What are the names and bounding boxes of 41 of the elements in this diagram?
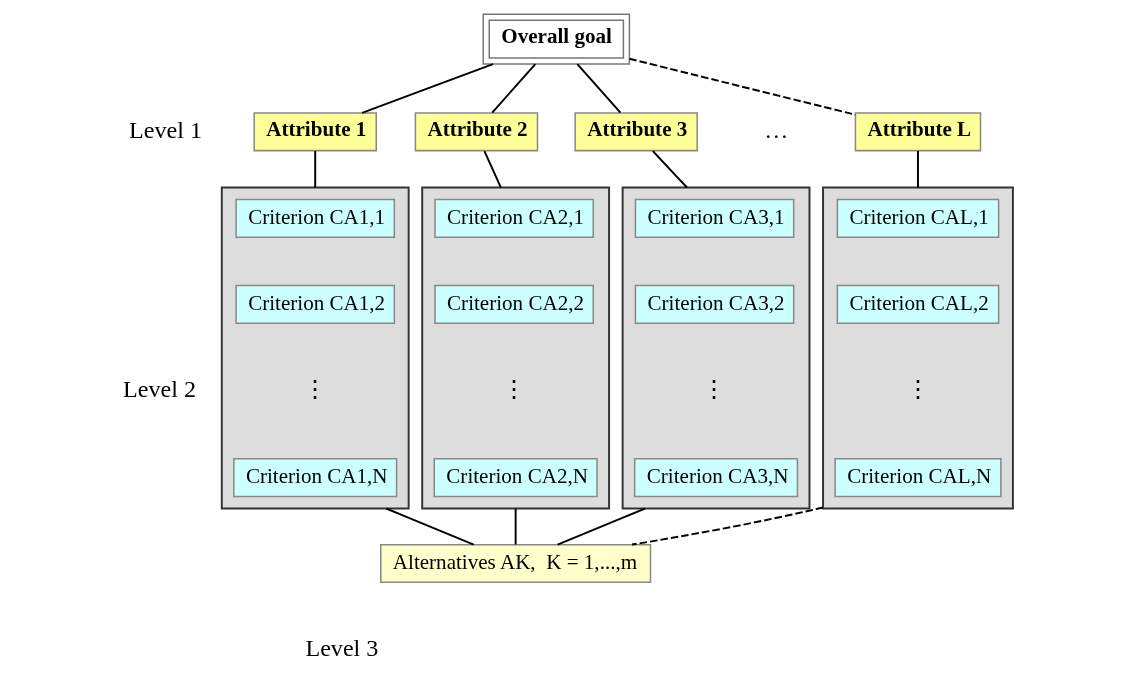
label: Level 2 — [123, 375, 197, 402]
node-box: Criterion CA1,1 — [235, 198, 396, 239]
connector — [556, 507, 646, 546]
node-box: Criterion CA1,2 — [235, 284, 396, 324]
connector — [514, 507, 517, 546]
node-box: Overall goal — [482, 13, 631, 65]
node-box: Attribute 1 — [253, 112, 377, 152]
label: ⋮ — [303, 375, 328, 402]
cluster — [220, 186, 410, 510]
connector — [483, 150, 502, 189]
node-box: Criterion CA1,N — [233, 458, 398, 498]
connector — [491, 63, 537, 114]
connector — [361, 63, 494, 114]
node-box: Alternatives AK, K = 1,...,m — [380, 543, 652, 584]
cluster — [421, 186, 611, 510]
label: Level 3 — [305, 634, 379, 661]
node-box: Attribute 2 — [414, 112, 539, 152]
node-box: Criterion CA2,2 — [434, 284, 594, 324]
node-box: Criterion CA2,N — [433, 458, 598, 498]
connector — [576, 63, 622, 114]
node-box: Criterion CA2,1 — [434, 198, 594, 239]
node-box: Criterion CA3,2 — [634, 284, 795, 324]
node-box: Criterion CAL,2 — [836, 284, 1000, 324]
node-box: Criterion CAL,1 — [836, 198, 1000, 239]
node-box: Criterion CA3,1 — [634, 198, 795, 239]
label: Level 1 — [129, 116, 203, 143]
connector — [385, 507, 475, 546]
cluster — [822, 186, 1014, 510]
label: … — [764, 116, 789, 143]
node-box: Criterion CAL,N — [834, 458, 1002, 498]
node-box: Attribute 3 — [574, 112, 698, 152]
label: ⋮ — [702, 375, 727, 402]
cluster — [621, 186, 811, 510]
connector — [631, 506, 825, 546]
node-box: Criterion CA3,N — [633, 458, 799, 498]
node-box: Attribute L — [854, 112, 982, 152]
connector — [314, 150, 317, 189]
label: ⋮ — [502, 375, 527, 402]
connector — [651, 150, 688, 189]
connector — [917, 150, 919, 189]
label: ⋮ — [905, 375, 930, 402]
